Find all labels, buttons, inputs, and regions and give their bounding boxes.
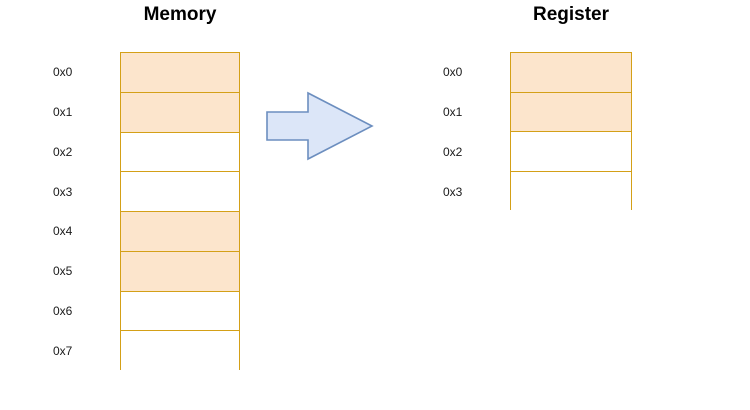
memory-address-label: 0x0: [53, 65, 73, 79]
memory-cell-table: [120, 52, 240, 371]
register-cell[interactable]: [511, 53, 631, 93]
memory-address-label: 0x4: [53, 224, 73, 238]
register-cell[interactable]: [511, 171, 631, 211]
memory-address-label: 0x1: [53, 105, 73, 119]
transfer-arrow-icon: [266, 91, 374, 161]
memory-cell[interactable]: [121, 53, 239, 93]
memory-cell[interactable]: [121, 331, 239, 371]
memory-address-label: 0x5: [53, 264, 73, 278]
memory-cell[interactable]: [121, 92, 239, 133]
memory-cell[interactable]: [121, 132, 239, 173]
memory-cell[interactable]: [121, 212, 239, 252]
memory-cell[interactable]: [121, 251, 239, 292]
memory-address-label: 0x7: [53, 344, 73, 358]
register-address-label: 0x3: [443, 185, 463, 199]
register-cell[interactable]: [511, 92, 631, 132]
memory-cell[interactable]: [121, 291, 239, 332]
memory-address-label: 0x3: [53, 185, 73, 199]
register-panel-title: Register: [532, 4, 610, 25]
memory-address-label: 0x2: [53, 145, 73, 159]
memory-address-label: 0x6: [53, 304, 73, 318]
arrow-right-icon: [266, 91, 374, 161]
register-cell-table: [510, 52, 632, 211]
memory-cell[interactable]: [121, 172, 239, 212]
register-address-label: 0x0: [443, 65, 463, 79]
register-cell[interactable]: [511, 132, 631, 172]
register-address-label: 0x1: [443, 105, 463, 119]
register-address-label: 0x2: [443, 145, 463, 159]
memory-panel-title: Memory: [143, 4, 217, 25]
